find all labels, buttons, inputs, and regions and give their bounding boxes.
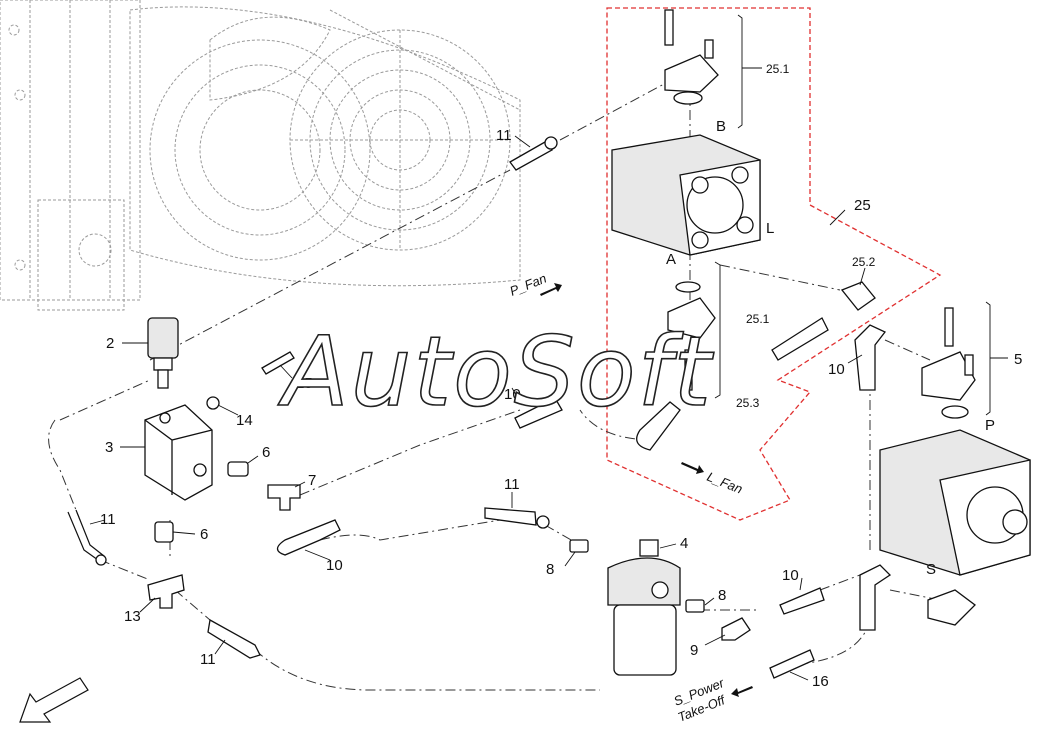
flange	[667, 297, 716, 339]
callout-4: 4	[680, 535, 688, 552]
callout-9: 9	[690, 642, 698, 659]
bolt	[964, 354, 974, 376]
washer	[206, 396, 220, 410]
hose-end	[95, 554, 107, 566]
callout-13: 13	[124, 608, 141, 625]
hose	[207, 618, 261, 659]
hose	[514, 397, 563, 429]
callout-25-3: 25.3	[736, 396, 760, 410]
callout-25-2: 25.2	[852, 255, 876, 269]
hose	[854, 324, 887, 391]
hose	[769, 649, 815, 679]
tee-fitting	[267, 484, 301, 511]
o-ring	[675, 281, 701, 293]
callout-14: 14	[236, 412, 253, 429]
callout-6: 6	[262, 444, 270, 461]
leader-lines	[89, 14, 1008, 681]
direction-arrow-icon	[19, 677, 89, 723]
callout-25: 25	[854, 197, 871, 214]
bolt	[944, 307, 954, 347]
flow-label-l-fan: L_Fan	[705, 469, 745, 497]
hose	[779, 587, 825, 615]
direction-arrow-icon	[681, 462, 704, 474]
hose	[67, 509, 105, 561]
callout-10: 10	[326, 557, 343, 574]
port-a: A	[666, 251, 676, 268]
callout-25-1: 25.1	[746, 312, 770, 326]
hose	[484, 507, 537, 526]
o-ring	[673, 91, 703, 105]
o-ring	[941, 405, 969, 419]
bolt	[684, 349, 693, 391]
fitting	[154, 521, 174, 543]
bolt	[664, 9, 674, 46]
direction-arrow-icon	[731, 686, 753, 697]
callout-25-1: 25.1	[766, 62, 790, 76]
callout-11: 11	[100, 511, 116, 528]
flange	[664, 54, 719, 93]
flange	[921, 351, 976, 401]
port-b: B	[716, 118, 726, 135]
callout-8: 8	[718, 587, 726, 604]
callout-11: 11	[504, 476, 520, 493]
hose	[276, 519, 341, 556]
hose	[859, 564, 892, 631]
bolt	[261, 351, 295, 375]
flange	[927, 589, 976, 626]
callout-10: 10	[504, 386, 521, 403]
callout-2: 2	[106, 335, 114, 352]
hose-end	[536, 515, 550, 529]
callout-5: 5	[1014, 351, 1022, 368]
callout-11: 11	[496, 127, 512, 144]
main-pump	[879, 429, 1031, 576]
fitting	[685, 599, 705, 613]
callout-7: 7	[308, 472, 316, 489]
callout-11: 11	[200, 651, 216, 668]
callout-8: 8	[546, 561, 554, 578]
port-l: L	[766, 220, 774, 237]
hose	[509, 141, 554, 171]
valve-block	[144, 404, 213, 501]
bolt	[704, 39, 714, 59]
port-s: S	[926, 561, 936, 578]
callout-15: 15	[296, 375, 313, 392]
callout-3: 3	[105, 439, 113, 456]
callout-10: 10	[782, 567, 799, 584]
callout-10: 10	[828, 361, 845, 378]
hose-end	[544, 136, 558, 150]
hydraulic-filter	[607, 539, 681, 676]
hose	[636, 401, 681, 451]
radiator-ghost	[0, 0, 521, 311]
watermark: AutoSoft	[277, 316, 714, 428]
direction-arrow-icon	[540, 283, 562, 296]
tee-fitting	[147, 574, 185, 609]
callout-16: 16	[812, 673, 829, 690]
elbow-fitting	[721, 617, 751, 641]
fitting	[227, 461, 249, 477]
callout-6: 6	[200, 526, 208, 543]
fitting	[569, 539, 589, 553]
pump-assembly-highlight	[606, 7, 942, 521]
elbow-fitting	[840, 281, 876, 311]
solenoid-valve	[147, 317, 179, 389]
hose	[771, 317, 829, 361]
fan-pump	[611, 134, 761, 256]
port-p: P	[985, 417, 995, 434]
